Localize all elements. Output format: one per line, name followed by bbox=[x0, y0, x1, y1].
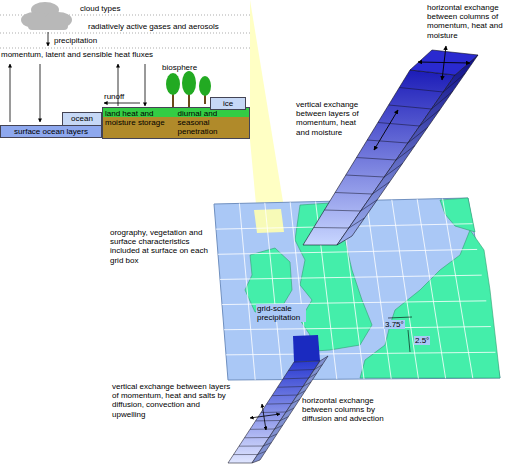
ice-box: ice bbox=[210, 97, 246, 110]
highlight-cell bbox=[254, 209, 284, 233]
dimension-line bbox=[408, 330, 410, 352]
cloud bbox=[21, 2, 72, 30]
inset-panel bbox=[0, 2, 250, 122]
dimension-line bbox=[388, 317, 412, 318]
annotation-label: precipitation bbox=[54, 36, 97, 45]
annotation-label: vertical exchange between layers of mome… bbox=[296, 100, 362, 137]
zoom-beam bbox=[250, 0, 286, 226]
annotation-label: horizontal exchange between columns of m… bbox=[427, 3, 505, 40]
ocean-exchange-arrows bbox=[250, 404, 280, 430]
box-text: land heat and moisture storage bbox=[105, 109, 175, 137]
annotation-label: runoff bbox=[104, 92, 124, 101]
annotation-label: biosphere bbox=[162, 63, 197, 72]
atmosphere-column bbox=[303, 70, 455, 245]
precip-cell bbox=[293, 335, 320, 362]
annotation-label: momentum, latent and sensible heat fluxe… bbox=[1, 50, 153, 59]
annotation-label: grid-scale precipitation bbox=[256, 304, 306, 322]
annotation-label: vertical exchange between layers of mome… bbox=[112, 382, 232, 419]
annotation-label: 3.75° bbox=[384, 320, 405, 329]
annotation-label: horizontal exchange between columns by d… bbox=[302, 396, 404, 424]
atmosphere-layers bbox=[314, 73, 466, 228]
map-land bbox=[245, 198, 500, 378]
annotation-label: orography, vegetation and surface charac… bbox=[110, 228, 212, 265]
box-text: ice bbox=[213, 99, 243, 108]
ocean-layer-band: surface ocean layers bbox=[0, 125, 102, 138]
annotation-label: 2.5° bbox=[414, 336, 430, 345]
atmosphere-column-side bbox=[337, 55, 478, 245]
trees bbox=[166, 71, 211, 107]
annotation-label: cloud types bbox=[80, 4, 120, 13]
column-exchange-arrows bbox=[374, 46, 470, 150]
annotation-label: radiatively active gases and aerosols bbox=[88, 22, 219, 31]
land-storage-box: land heat and moisture storagediurnal an… bbox=[102, 107, 250, 139]
box-text: diurnal and seasonal penetration bbox=[178, 109, 248, 137]
precip-arrow bbox=[48, 32, 49, 46]
box-text: surface ocean layers bbox=[3, 127, 99, 136]
